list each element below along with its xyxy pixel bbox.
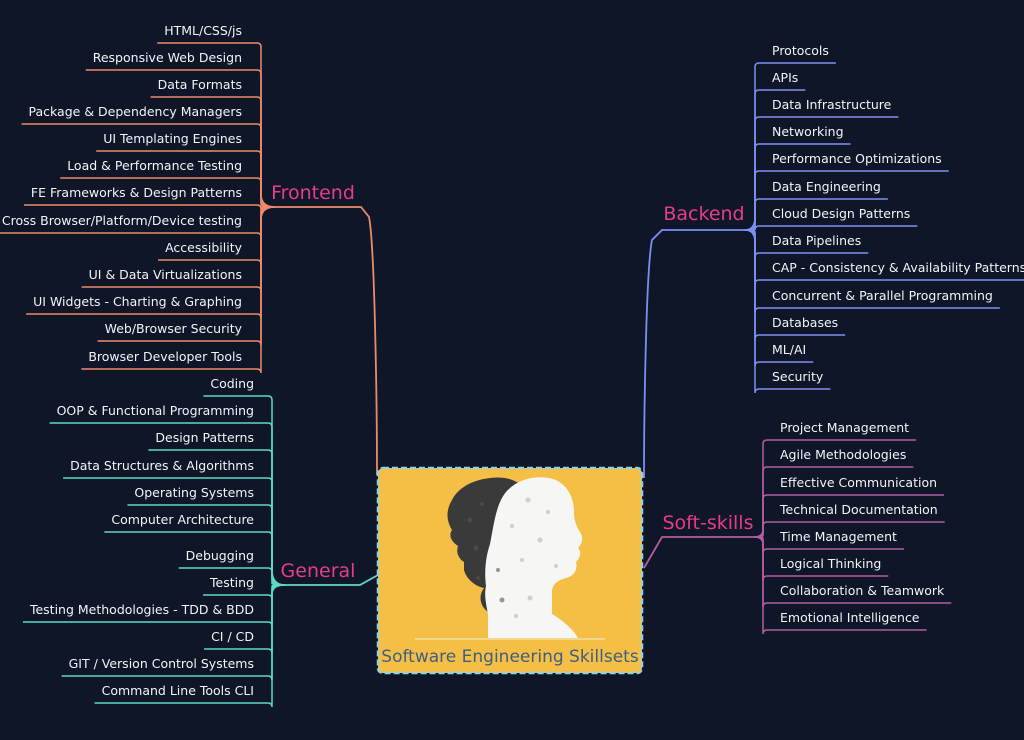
leaf-general[interactable]: Testing Methodologies - TDD & BDD <box>29 602 254 617</box>
leaf-backend[interactable]: APIs <box>772 70 798 85</box>
leaf-frontend[interactable]: Data Formats <box>158 77 242 92</box>
leaf-backend[interactable]: Data Infrastructure <box>772 97 892 112</box>
central-topic-title: Software Engineering Skillsets <box>381 647 639 667</box>
leaf-frontend[interactable]: UI Widgets - Charting & Graphing <box>33 294 242 309</box>
leaf-backend[interactable]: Protocols <box>772 43 829 58</box>
leaf-softskills[interactable]: Project Management <box>780 420 909 435</box>
leaf-general[interactable]: GIT / Version Control Systems <box>69 656 254 671</box>
leaf-backend[interactable]: Security <box>772 369 824 384</box>
leaf-general[interactable]: OOP & Functional Programming <box>57 403 254 418</box>
branch-label-backend[interactable]: Backend <box>663 203 744 225</box>
leaf-frontend[interactable]: HTML/CSS/js <box>164 23 242 38</box>
leaf-softskills[interactable]: Time Management <box>779 529 897 544</box>
leaf-backend[interactable]: Networking <box>772 124 844 139</box>
leaf-backend[interactable]: Performance Optimizations <box>772 151 942 166</box>
leaf-connector-general <box>94 584 286 708</box>
leaf-softskills[interactable]: Logical Thinking <box>780 556 881 571</box>
leaf-softskills[interactable]: Collaboration & Teamwork <box>780 583 945 598</box>
branch-connector-frontend <box>275 206 378 476</box>
branch-label-softskills[interactable]: Soft-skills <box>663 512 754 534</box>
leaf-connector-frontend <box>23 204 276 210</box>
leaf-frontend[interactable]: Cross Browser/Platform/Device testing <box>2 213 242 228</box>
leaf-frontend[interactable]: Web/Browser Security <box>105 321 243 336</box>
leaf-general[interactable]: Debugging <box>186 548 254 563</box>
leaf-softskills[interactable]: Emotional Intelligence <box>780 610 920 625</box>
leaf-backend[interactable]: Databases <box>772 315 838 330</box>
branch-connector-backend <box>643 229 745 479</box>
leaf-general[interactable]: Design Patterns <box>155 430 254 445</box>
leaf-softskills[interactable]: Effective Communication <box>780 475 937 490</box>
leaf-backend[interactable]: ML/AI <box>772 342 806 357</box>
leaf-backend[interactable]: Concurrent & Parallel Programming <box>772 288 993 303</box>
leaf-general[interactable]: Testing <box>209 575 254 590</box>
leaf-connector-backend <box>744 62 836 231</box>
branch-connector-general <box>285 574 379 586</box>
leaf-frontend[interactable]: FE Frameworks & Design Patterns <box>31 185 242 200</box>
leaf-general[interactable]: Operating Systems <box>134 485 254 500</box>
branch-connector-softskills <box>643 536 754 569</box>
leaf-softskills[interactable]: Technical Documentation <box>779 502 938 517</box>
leaf-frontend[interactable]: UI Templating Engines <box>103 131 242 146</box>
leaf-general[interactable]: Command Line Tools CLI <box>102 683 254 698</box>
leaf-general[interactable]: Computer Architecture <box>111 512 254 527</box>
leaf-frontend[interactable]: UI & Data Virtualizations <box>89 267 242 282</box>
two-heads-silhouette-icon <box>447 477 583 638</box>
leaf-backend[interactable]: Data Engineering <box>772 179 881 194</box>
leaf-softskills[interactable]: Agile Methodologies <box>780 447 906 462</box>
leaf-frontend[interactable]: Browser Developer Tools <box>88 349 242 364</box>
leaf-backend[interactable]: Cloud Design Patterns <box>772 206 910 221</box>
central-topic[interactable]: Software Engineering Skillsets <box>376 466 644 675</box>
leaf-frontend[interactable]: Load & Performance Testing <box>67 158 242 173</box>
leaf-frontend[interactable]: Package & Dependency Managers <box>29 104 242 119</box>
leaf-connector-softskills <box>753 536 927 635</box>
leaf-backend[interactable]: Data Pipelines <box>772 233 861 248</box>
leaf-connector-backend <box>744 229 831 394</box>
branch-label-frontend[interactable]: Frontend <box>271 182 355 204</box>
leaf-backend[interactable]: CAP - Consistency & Availability Pattern… <box>772 260 1024 275</box>
leaf-general[interactable]: Data Structures & Algorithms <box>70 458 254 473</box>
leaf-connector-backend <box>744 225 918 231</box>
leaf-general[interactable]: Coding <box>210 376 254 391</box>
leaf-connector-frontend <box>81 206 276 374</box>
leaf-general[interactable]: CI / CD <box>211 629 254 644</box>
leaf-frontend[interactable]: Responsive Web Design <box>93 50 242 65</box>
leaf-connector-frontend <box>157 42 276 208</box>
branch-label-general[interactable]: General <box>281 560 356 582</box>
leaf-frontend[interactable]: Accessibility <box>165 240 243 255</box>
